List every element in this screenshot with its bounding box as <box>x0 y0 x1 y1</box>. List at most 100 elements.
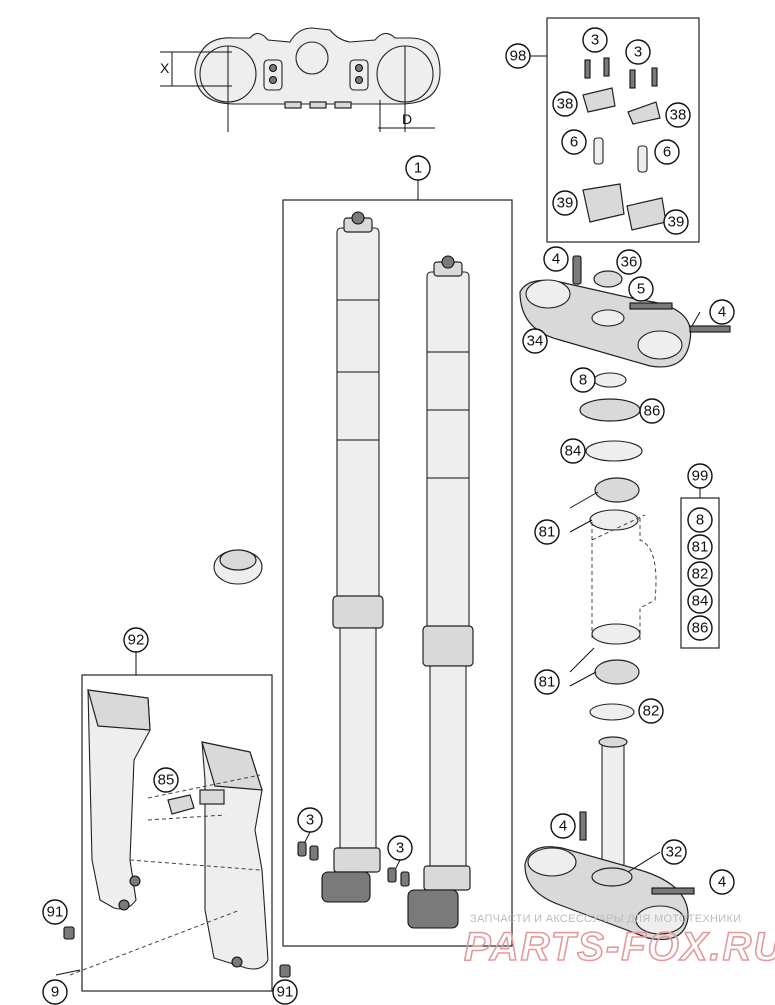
callout-4: 4 <box>709 869 735 895</box>
callout-81: 81 <box>534 519 560 545</box>
callout-98: 98 <box>505 43 531 69</box>
callout-81: 81 <box>534 669 560 695</box>
upper-triple-clamp <box>519 255 731 368</box>
svg-text:38: 38 <box>670 107 687 124</box>
callout-3: 3 <box>625 39 651 65</box>
svg-text:1: 1 <box>414 160 422 177</box>
kit-99-item: 82 <box>687 561 713 587</box>
svg-text:6: 6 <box>663 144 671 161</box>
fork-guard-left <box>87 689 151 911</box>
callout-85: 85 <box>153 767 179 793</box>
triple-clamp-dimension-view: X D <box>160 27 441 132</box>
callout-91: 91 <box>42 899 68 925</box>
callout-3: 3 <box>387 835 413 861</box>
fork-leg-left <box>321 211 384 903</box>
svg-text:4: 4 <box>718 304 726 321</box>
svg-text:84: 84 <box>565 443 582 460</box>
callout-38: 38 <box>552 91 578 117</box>
callout-38: 38 <box>665 102 691 128</box>
fork-guard-right <box>199 741 269 970</box>
callout-91: 91 <box>272 979 298 1005</box>
callout-5: 5 <box>628 276 654 302</box>
svg-text:81: 81 <box>539 674 556 691</box>
lower-triple-clamp <box>524 736 695 940</box>
axle-clamp-bolts-right <box>387 859 410 887</box>
callout-1: 1 <box>405 155 431 181</box>
svg-text:3: 3 <box>591 32 599 49</box>
fork-leg-right <box>407 255 474 929</box>
svg-text:91: 91 <box>47 904 64 921</box>
callout-9: 9 <box>42 979 68 1005</box>
guard-screw-9 <box>55 969 81 976</box>
svg-text:86: 86 <box>644 403 661 420</box>
o-ring <box>593 372 627 388</box>
clamp-kit-frame <box>546 17 700 243</box>
svg-text:5: 5 <box>637 281 645 298</box>
guard-screw-91b <box>279 964 291 978</box>
callout-6: 6 <box>561 129 587 155</box>
callout-4: 4 <box>543 246 569 272</box>
watermark-tagline: ЗАПЧАСТИ И АКСЕССУАРЫ ДЛЯ МОТОТЕХНИКИ <box>470 913 741 925</box>
watermark-logo: PARTS-FOX.RU <box>464 925 775 969</box>
callout-39: 39 <box>663 209 689 235</box>
svg-text:4: 4 <box>559 818 567 835</box>
callout-6: 6 <box>654 139 680 165</box>
svg-text:82: 82 <box>692 566 709 583</box>
kit-99-item: 8 <box>687 507 713 533</box>
svg-text:8: 8 <box>696 512 704 529</box>
callout-36: 36 <box>616 249 642 275</box>
head-tube-outline <box>591 514 657 640</box>
svg-text:34: 34 <box>527 333 544 350</box>
svg-text:4: 4 <box>718 874 726 891</box>
svg-text:81: 81 <box>692 539 709 556</box>
callout-8: 8 <box>570 367 596 393</box>
kit-99-item: 86 <box>687 615 713 641</box>
svg-text:3: 3 <box>306 812 314 829</box>
callout-3: 3 <box>582 27 608 53</box>
callout-86: 86 <box>639 398 665 424</box>
dimension-d-label: D <box>402 111 412 127</box>
svg-text:86: 86 <box>692 620 709 637</box>
callout-39: 39 <box>552 190 578 216</box>
svg-text:85: 85 <box>158 772 175 789</box>
fork-legs-frame <box>282 199 513 947</box>
guard-mount-lines <box>69 774 261 976</box>
svg-text:6: 6 <box>570 134 578 151</box>
svg-text:39: 39 <box>668 214 685 231</box>
fork-guard-frame <box>81 674 273 992</box>
svg-text:91: 91 <box>277 984 294 1001</box>
svg-text:3: 3 <box>396 840 404 857</box>
svg-text:38: 38 <box>557 96 574 113</box>
lower-bearing-race <box>591 623 641 645</box>
callout-84: 84 <box>560 438 586 464</box>
svg-text:92: 92 <box>128 632 145 649</box>
svg-text:84: 84 <box>692 593 709 610</box>
clamp-kit-parts <box>582 57 667 231</box>
callout-82: 82 <box>638 698 664 724</box>
svg-text:39: 39 <box>557 195 574 212</box>
kit-99-item: 81 <box>687 534 713 560</box>
callout-32: 32 <box>661 839 687 865</box>
svg-text:4: 4 <box>552 251 560 268</box>
svg-text:82: 82 <box>643 703 660 720</box>
svg-text:32: 32 <box>666 844 683 861</box>
dust-seal <box>579 398 641 422</box>
svg-text:8: 8 <box>579 372 587 389</box>
svg-text:99: 99 <box>692 468 709 485</box>
svg-text:81: 81 <box>539 524 556 541</box>
svg-text:3: 3 <box>634 44 642 61</box>
dimension-x-label: X <box>160 60 170 76</box>
axle-clamp-bolts-left <box>297 831 319 861</box>
guard-screw-91a <box>63 926 75 940</box>
kit-99-item: 84 <box>687 588 713 614</box>
lower-seal <box>589 703 635 721</box>
svg-text:9: 9 <box>51 984 59 1001</box>
svg-text:98: 98 <box>510 48 527 65</box>
upper-bearing-race <box>589 509 639 531</box>
callout-99: 99 <box>687 463 713 489</box>
upper-bearing <box>594 477 640 503</box>
guard-bracket <box>167 794 195 815</box>
svg-text:36: 36 <box>621 254 638 271</box>
seal-ring <box>585 440 643 462</box>
callout-4: 4 <box>709 299 735 325</box>
